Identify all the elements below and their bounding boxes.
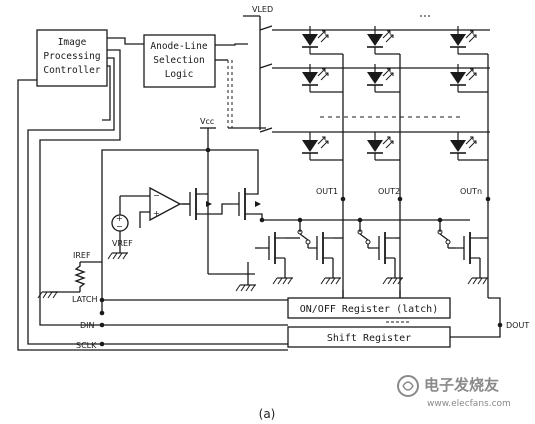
channel-1-driver bbox=[255, 220, 343, 285]
opamp bbox=[149, 186, 182, 222]
mirror-arrow bbox=[255, 201, 261, 207]
vcc-to-mirror bbox=[208, 149, 259, 170]
vled-label: VLED bbox=[252, 5, 273, 14]
vcc-feedback-left bbox=[101, 149, 208, 260]
out1-label: OUT1 bbox=[316, 187, 338, 196]
anode-logic-label-line1: Anode-Line bbox=[150, 41, 207, 52]
ref-to-mirror-gate bbox=[206, 203, 231, 215]
sclk-label: SCLK bbox=[76, 341, 97, 350]
iref-top-wire bbox=[80, 260, 103, 263]
channel-2-driver bbox=[357, 220, 404, 285]
image-processing-controller-block bbox=[36, 29, 108, 87]
mirror-ground bbox=[235, 284, 257, 292]
elecfans-watermark: 电子发烧友 www.elecfans.com bbox=[397, 375, 511, 409]
out1-node bbox=[340, 196, 346, 202]
vcc-label: Vcc bbox=[200, 117, 214, 126]
figure-caption: (a) bbox=[259, 407, 276, 421]
dout-label: DOUT bbox=[506, 321, 529, 330]
anode-select-line-1 bbox=[215, 43, 248, 46]
elecfans-logo-icon bbox=[397, 375, 419, 397]
sclk-node bbox=[99, 341, 105, 347]
vref-minus: − bbox=[116, 222, 123, 231]
sclk-wire bbox=[27, 57, 288, 345]
led-r3-c1 bbox=[301, 131, 329, 161]
out2-node bbox=[397, 196, 403, 202]
iref-resistor bbox=[74, 262, 86, 292]
din-node bbox=[99, 322, 105, 328]
vref-plus: + bbox=[116, 214, 123, 223]
iref-label: IREF bbox=[73, 251, 91, 260]
gate-bus-node bbox=[259, 217, 265, 223]
din-wire bbox=[39, 49, 288, 326]
vref-ground bbox=[107, 252, 129, 260]
iref-ground bbox=[37, 291, 59, 299]
row1-switch bbox=[259, 25, 273, 31]
out2-label: OUT2 bbox=[378, 187, 400, 196]
led-r3-cn bbox=[449, 131, 477, 161]
controller-aux-wire bbox=[17, 79, 288, 351]
controller-to-anode-wire bbox=[107, 37, 144, 45]
mirror-drain bbox=[255, 170, 259, 195]
opamp-minus: − bbox=[153, 191, 160, 200]
controller-label-line1: Image bbox=[58, 37, 87, 48]
on-off-register-block bbox=[287, 297, 451, 319]
mirror-transistor bbox=[230, 187, 256, 221]
on-off-register-label: ON/OFF Register (latch) bbox=[300, 304, 438, 315]
outn-label: OUTn bbox=[460, 187, 482, 196]
led-r3-c2 bbox=[366, 131, 394, 161]
watermark-url: www.elecfans.com bbox=[427, 399, 511, 409]
ref-transistor bbox=[181, 187, 207, 221]
outn-node bbox=[485, 196, 491, 202]
anode-logic-label-line2: Selection bbox=[153, 55, 204, 66]
ref-arrow bbox=[206, 201, 212, 207]
row2-switch bbox=[259, 63, 273, 69]
anode-logic-label-line3: Logic bbox=[165, 69, 194, 80]
led-matrix bbox=[301, 25, 477, 161]
dout-to-outn bbox=[488, 297, 501, 325]
channel-n-driver bbox=[437, 220, 489, 285]
vref-label: VREF bbox=[112, 239, 133, 248]
anode-line-selection-logic-block bbox=[143, 34, 216, 88]
din-label: DIN bbox=[80, 321, 95, 330]
opamp-plus-wire bbox=[139, 211, 150, 228]
shift-register-label: Shift Register bbox=[327, 333, 411, 344]
latch-label: LATCH bbox=[72, 295, 98, 304]
dout-wire bbox=[450, 325, 501, 338]
row3-switch bbox=[259, 127, 273, 133]
controller-label-line2: Processing bbox=[43, 51, 100, 62]
watermark-main: 电子发烧友 bbox=[424, 376, 499, 394]
latch-route-top bbox=[102, 65, 111, 121]
opamp-plus: + bbox=[153, 209, 160, 218]
controller-label-line3: Controller bbox=[43, 65, 100, 76]
